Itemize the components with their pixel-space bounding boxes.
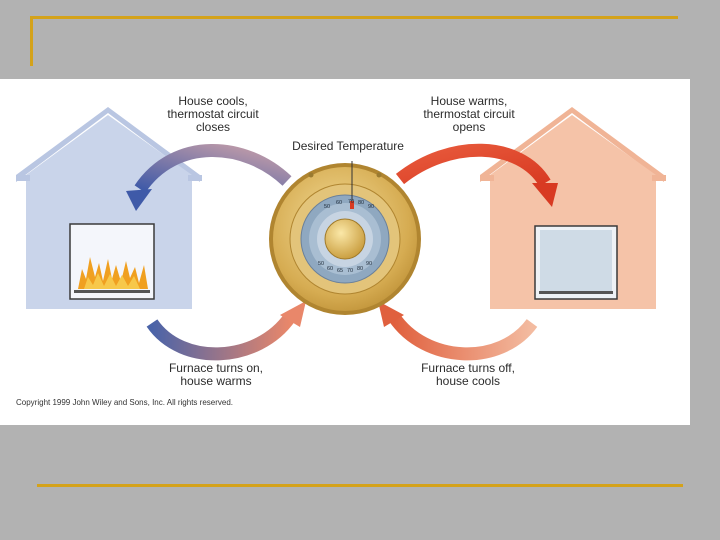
arrow-bottom-right (378, 301, 538, 361)
figure-panel: 50 60 70 80 90 50 60 65 70 80 90 House c… (0, 79, 690, 425)
dial-top-tick: 70 (348, 199, 354, 205)
label-house-warms: House warms, thermostat circuit opens (423, 94, 515, 134)
dial-top-tick: 50 (324, 204, 330, 210)
dial-top-tick: 60 (336, 200, 342, 206)
thermostat (269, 163, 421, 315)
thermostat-diagram: 50 60 70 80 90 50 60 65 70 80 90 (16, 107, 666, 361)
furnace-window-on (69, 223, 155, 300)
dial-bottom-tick: 80 (357, 266, 363, 272)
dial-top-tick: 90 (368, 204, 374, 210)
slide-rule-left (30, 16, 33, 66)
dial-bottom-tick: 60 (327, 266, 333, 272)
dial-bottom-tick: 65 (337, 268, 343, 274)
dial-bottom-tick: 90 (366, 261, 372, 267)
arrow-top-right (395, 143, 558, 207)
label-house-cools: House cools, thermostat circuit closes (167, 94, 259, 134)
label-furnace-off: Furnace turns off, house cools (421, 361, 515, 388)
label-furnace-on: Furnace turns on, house warms (168, 361, 264, 388)
slide-rule-top (30, 16, 678, 19)
arrow-top-left (126, 144, 292, 211)
dial-top-scale: 50 60 70 80 90 (324, 199, 374, 210)
dial-bottom-tick: 50 (318, 261, 324, 267)
dial-bottom-scale: 50 60 65 70 80 90 (318, 261, 372, 274)
copyright-notice: Copyright 1999 John Wiley and Sons, Inc.… (16, 398, 233, 407)
label-desired-temperature: Desired Temperature (292, 139, 404, 153)
dial-bottom-tick: 70 (347, 268, 353, 274)
furnace-window-off (534, 225, 618, 300)
slide-rule-bottom (37, 484, 683, 487)
dial-top-tick: 80 (358, 200, 364, 206)
arrow-bottom-left (146, 301, 306, 361)
setpoint-marker (350, 201, 354, 209)
